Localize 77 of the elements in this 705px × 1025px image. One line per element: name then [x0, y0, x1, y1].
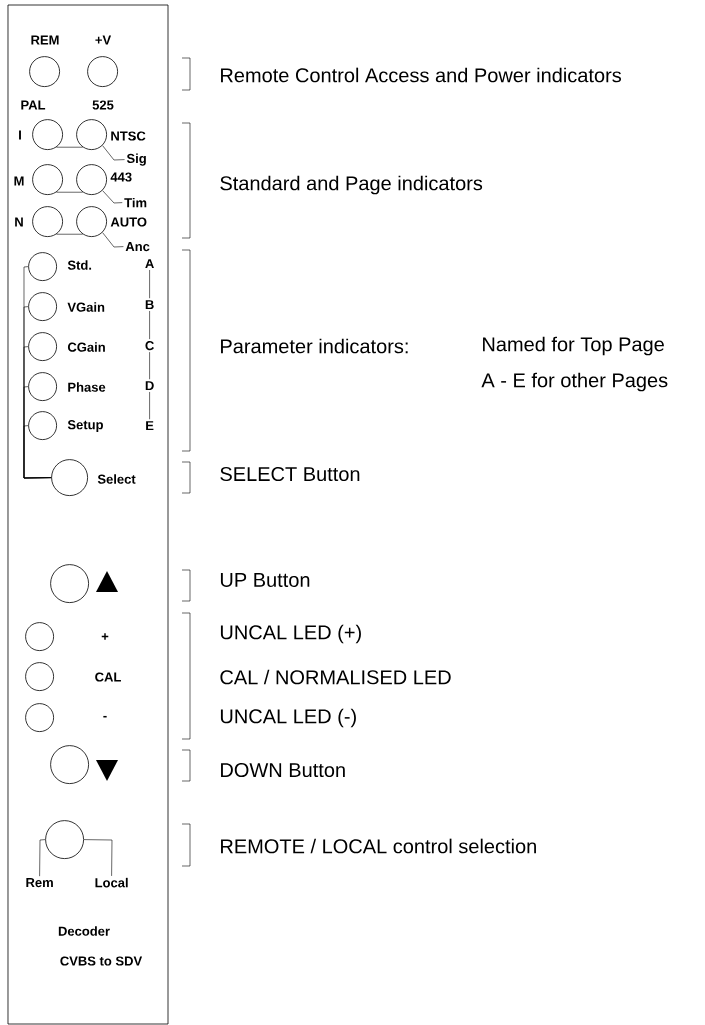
panel-label: AUTO: [110, 217, 147, 227]
panel-label: PAL: [21, 100, 46, 110]
connector-line: [56, 233, 84, 235]
description-text: REMOTE / LOCAL control selection: [221, 838, 536, 854]
description-text: UNCAL LED (-): [220, 708, 356, 728]
panel-label: I: [19, 130, 21, 140]
connector-line: [149, 351, 150, 380]
indicator-circle: [25, 622, 54, 651]
panel-label: E: [146, 421, 154, 431]
panel-label: Local: [95, 877, 128, 888]
indicator-circle: [76, 164, 107, 195]
connector-line: [23, 425, 52, 479]
indicator-circle: [87, 56, 118, 87]
panel-label: M: [14, 176, 24, 186]
indicator-circle: [29, 56, 60, 87]
indicator-circle: [32, 206, 63, 237]
panel-label: Select: [97, 474, 136, 484]
panel-label: B: [145, 300, 154, 310]
panel-label: Anc: [125, 242, 150, 252]
indicator-circle: [28, 332, 57, 361]
connector-line: [56, 146, 84, 148]
indicator-circle: [76, 119, 107, 150]
panel-label: Setup: [67, 420, 103, 432]
description-text: UP Button: [220, 573, 310, 587]
connector-line: [102, 232, 124, 248]
panel-label: D: [145, 381, 154, 391]
panel-label: +: [101, 633, 109, 640]
panel-label: Decoder: [58, 926, 110, 936]
panel-label: CVBS to SDV: [60, 956, 143, 966]
indicator-circle: [28, 372, 57, 401]
connector-line: [39, 839, 46, 877]
connector-line: [83, 839, 113, 877]
description-text: UNCAL LED (+): [220, 624, 361, 644]
connector-line: [56, 191, 84, 193]
panel-label: +V: [95, 35, 112, 45]
indicator-circle: [25, 662, 54, 691]
connector-line: [149, 310, 150, 340]
description-text: CAL / NORMALISED LED: [220, 669, 451, 685]
description-text: DOWN Button: [221, 762, 345, 778]
panel-label: Tim: [124, 197, 147, 208]
panel-label: Sig: [126, 153, 146, 166]
description-text: Standard and Page indicators: [220, 175, 483, 195]
panel-label: -: [103, 715, 107, 718]
panel-label: REM: [31, 35, 59, 45]
panel-label: CAL: [95, 672, 121, 682]
indicator-circle: [25, 703, 54, 732]
round-button: [50, 745, 89, 784]
panel-label: CGain: [67, 342, 105, 352]
panel-label: N: [15, 217, 23, 227]
indicator-circle: [76, 206, 107, 237]
panel-label: 443: [110, 172, 132, 182]
panel-label: C: [145, 341, 154, 351]
round-button: [51, 459, 88, 496]
front-panel: [7, 4, 169, 1025]
indicator-circle: [32, 164, 63, 195]
connector-line: [149, 269, 150, 299]
panel-label: Std.: [67, 260, 92, 270]
indicator-circle: [32, 119, 63, 150]
panel-label: A: [145, 259, 154, 269]
indicator-circle: [28, 411, 57, 440]
connector-line: [102, 145, 125, 161]
round-button: [45, 820, 84, 859]
description-text: A - E for other Pages: [481, 372, 668, 392]
description-text: SELECT Button: [220, 466, 360, 482]
indicator-circle: [28, 252, 57, 281]
indicator-circle: [28, 292, 57, 321]
panel-label: NTSC: [111, 131, 146, 141]
description-text: Remote Control Access and Power indicators: [221, 67, 621, 83]
description-text: Parameter indicators:: [221, 338, 408, 354]
connector-line: [149, 391, 150, 420]
panel-label: Phase: [68, 382, 106, 392]
panel-label: Rem: [26, 878, 53, 888]
panel-label: VGain: [67, 302, 105, 312]
description-text: Named for Top Page: [483, 336, 664, 356]
panel-label: 525: [92, 100, 114, 110]
connector-line: [102, 190, 123, 204]
round-button: [50, 564, 89, 603]
